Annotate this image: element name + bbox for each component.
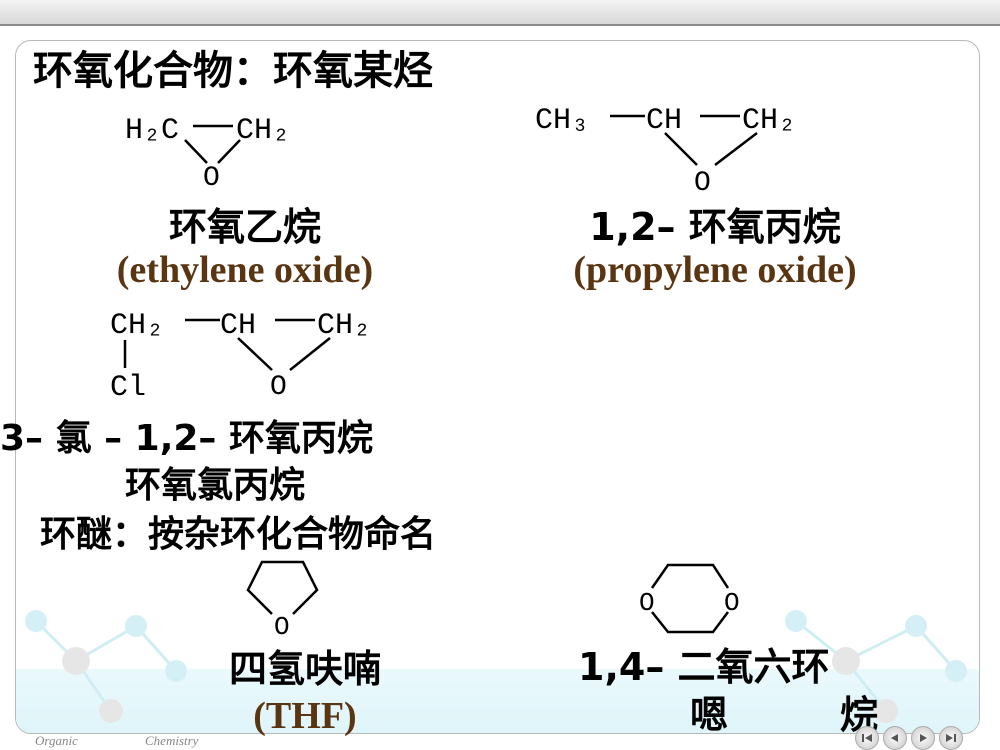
formula-ch: CH <box>220 309 256 343</box>
chlorine-atom: Cl <box>110 371 146 405</box>
epichlorohydrin-structure: CH₂ CH CH₂ Cl O <box>110 309 371 405</box>
formula-ch3: CH₃ <box>535 104 589 138</box>
footer-chemistry: Chemistry <box>145 733 199 748</box>
oxygen-atom: O <box>694 168 711 199</box>
oxygen-atom-left: O <box>639 588 655 618</box>
ethylene-oxide-structure: H₂C CH₂ O <box>125 114 290 194</box>
formula-ch: CH <box>646 104 682 138</box>
cyclic-ether-subtitle: 环醚：按杂环化合物命名 <box>40 513 436 555</box>
formula-ch2: CH₂ <box>317 309 371 343</box>
epichlorohydrin-common-name: 环氧氯丙烷 <box>125 465 305 506</box>
next-slide-icon <box>920 734 927 742</box>
formula-ch2: CH₂ <box>236 114 290 148</box>
formula-ch2: CH₂ <box>742 104 796 138</box>
dioxane-name-line1: 1,4– 二氧六环 <box>578 645 830 689</box>
oxygen-atom: O <box>274 612 290 642</box>
thf-name-en: (THF) <box>253 695 356 737</box>
propylene-oxide-name-cn: 1,2– 环氧丙烷 <box>589 205 841 249</box>
last-slide-icon <box>946 734 956 742</box>
oxygen-atom: O <box>270 372 287 403</box>
oxygen-atom: O <box>203 163 220 194</box>
top-bar <box>0 0 1000 26</box>
previous-slide-icon <box>891 734 898 742</box>
slide-title: 环氧化合物：环氧某烃 <box>33 48 433 94</box>
last-slide-button[interactable] <box>939 726 963 750</box>
thf-structure: O <box>246 560 319 642</box>
previous-slide-button[interactable] <box>883 726 907 750</box>
ethylene-oxide-name-en: (ethylene oxide) <box>117 249 373 291</box>
formula-ch2: CH₂ <box>110 309 164 343</box>
epichlorohydrin-systematic-name: 3– 氯 – 1,2– 环氧丙烷 <box>0 418 373 459</box>
thf-name-cn: 四氢呋喃 <box>229 647 381 691</box>
propylene-oxide-name-en: (propylene oxide) <box>573 249 856 291</box>
molecule-watermark <box>25 610 967 723</box>
slide-panel <box>15 40 980 734</box>
propylene-oxide-structure: CH₃ CH CH₂ O <box>535 104 796 199</box>
next-slide-button[interactable] <box>911 726 935 750</box>
oxygen-atom-right: O <box>724 588 740 618</box>
dioxane-name-char1: 嗯 <box>690 693 728 737</box>
footer-organic: Organic <box>35 733 78 748</box>
ethylene-oxide-name-cn: 环氧乙烷 <box>169 205 321 249</box>
first-slide-icon <box>862 734 872 742</box>
first-slide-button[interactable] <box>855 726 879 750</box>
formula-h2c: H₂C <box>125 114 179 148</box>
dioxane-structure: O O <box>639 563 740 634</box>
